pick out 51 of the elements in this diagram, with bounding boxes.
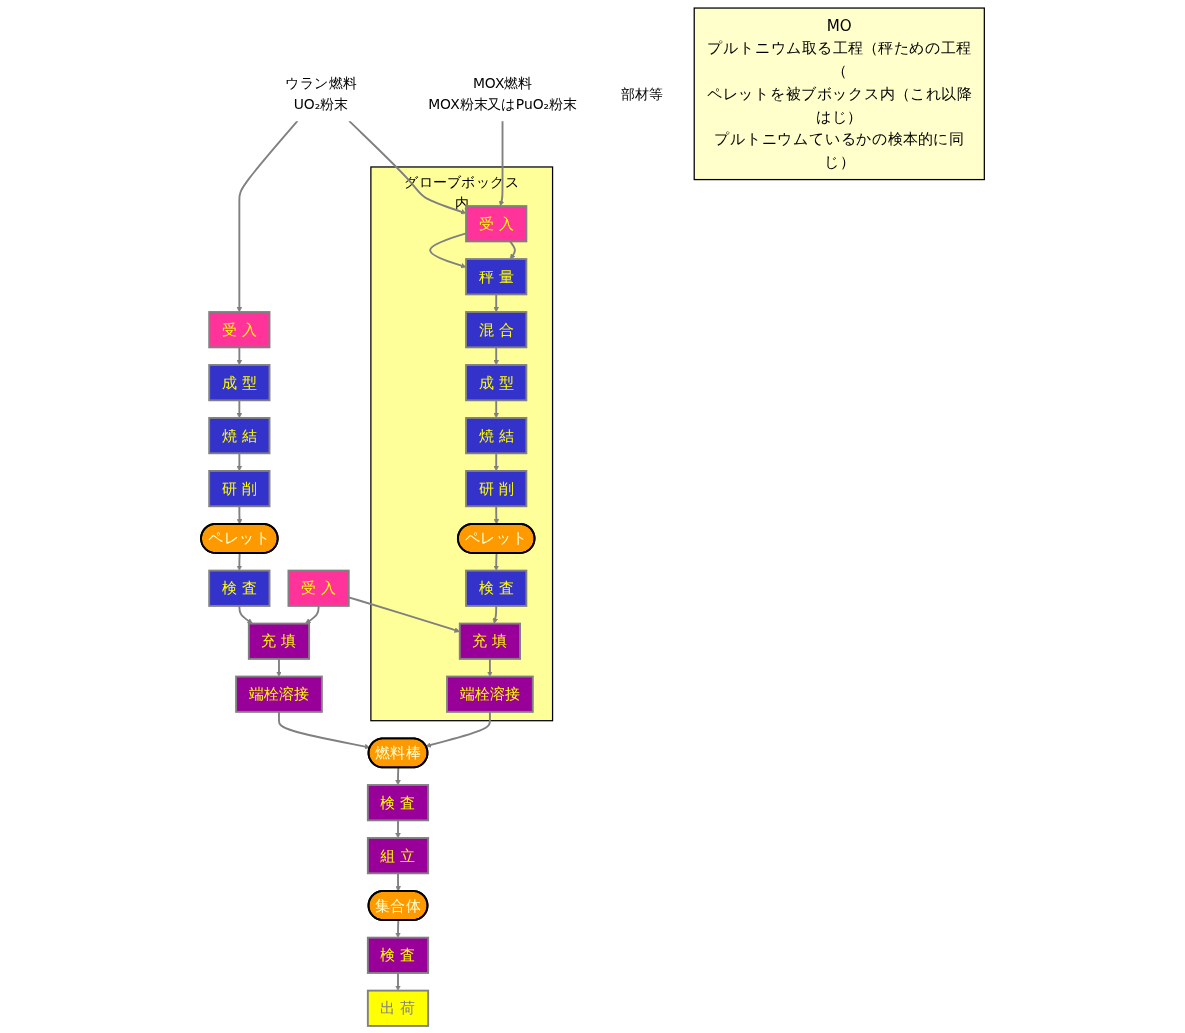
node-box <box>464 569 528 607</box>
arrow <box>493 551 499 571</box>
node-text: ウラン燃料 UO₂粉末 <box>285 75 357 112</box>
cluster <box>370 165 553 721</box>
node-box <box>464 363 528 401</box>
node-text: 部材等 <box>620 85 663 102</box>
node-box <box>234 675 323 713</box>
arrow <box>508 239 516 259</box>
arrow <box>236 451 242 471</box>
node-box <box>208 363 271 401</box>
arrow <box>304 604 320 624</box>
arrow <box>395 871 401 892</box>
node-box <box>366 989 429 1027</box>
arrow <box>498 119 505 206</box>
node-box <box>464 310 528 348</box>
arrow <box>236 345 242 365</box>
node-box <box>247 622 310 660</box>
node-box <box>366 936 429 974</box>
node-box <box>464 257 528 295</box>
node-box <box>208 469 271 507</box>
node-box <box>208 416 271 454</box>
arrow <box>493 451 499 471</box>
arrow <box>238 604 253 624</box>
arrow <box>236 119 299 312</box>
node-box <box>464 416 528 454</box>
arrow <box>395 818 401 838</box>
node-text: MOX燃料 MOX粉末又はPuO₂粉末 <box>427 75 577 112</box>
node-box <box>458 622 521 660</box>
arrow <box>395 918 401 938</box>
node-box <box>366 783 429 821</box>
arrow <box>493 345 499 365</box>
node-box <box>208 310 271 348</box>
node-box <box>693 6 985 180</box>
arrow <box>236 551 242 571</box>
node-box <box>208 569 271 607</box>
arrow <box>395 971 401 991</box>
arrow <box>493 504 499 524</box>
node-box <box>464 469 528 507</box>
arrow <box>493 398 499 418</box>
node-box <box>366 836 429 874</box>
node-box <box>287 569 350 607</box>
arrow <box>236 504 243 524</box>
arrow <box>486 657 493 677</box>
arrow <box>425 710 491 748</box>
arrow <box>395 766 401 785</box>
node-box <box>445 675 534 713</box>
arrow <box>236 398 242 418</box>
arrow <box>276 657 282 677</box>
arrow <box>493 292 499 312</box>
arrow <box>277 710 370 749</box>
arrow <box>492 604 498 624</box>
